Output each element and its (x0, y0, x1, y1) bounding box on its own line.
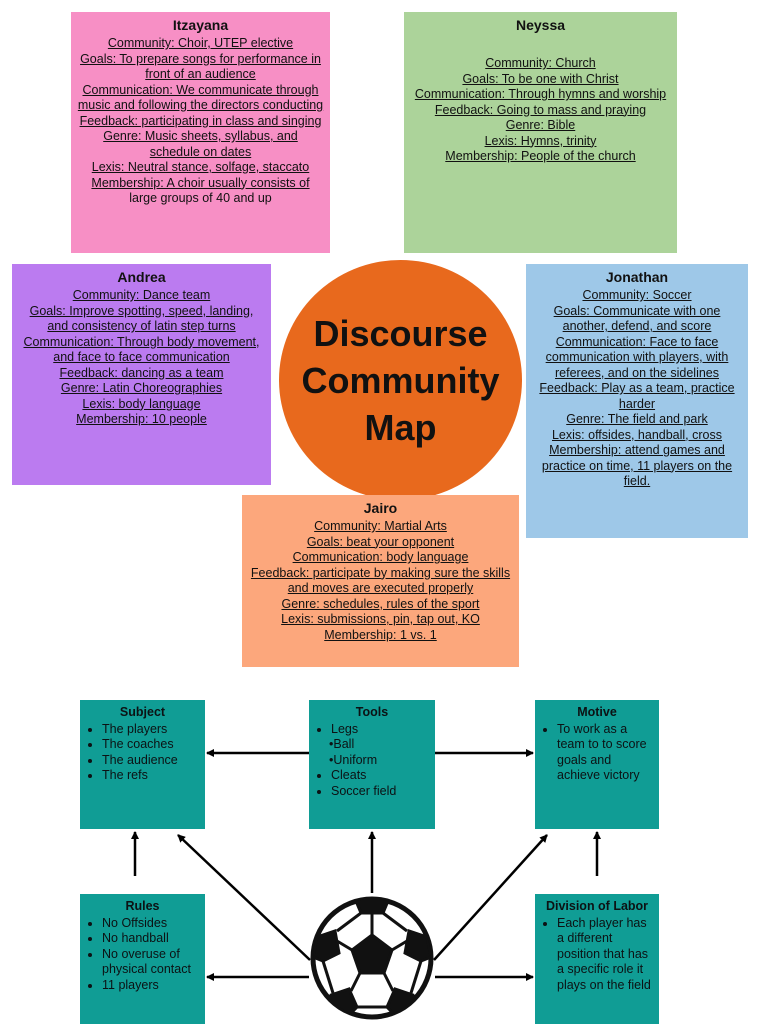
card-itzayana: Itzayana Community: Choir, UTEP elective… (71, 12, 330, 253)
arrow-ball-to-subject (177, 834, 311, 961)
card-row-feedback: Feedback: Going to mass and praying (434, 102, 647, 117)
card-row-membership: Membership: People of the church (445, 149, 636, 163)
box-title: Tools (355, 705, 389, 719)
card-name: Andrea (117, 269, 166, 285)
card-row-goals: Goals: Improve spotting, speed, landing,… (29, 303, 254, 334)
card-row-lexis: Lexis: Neutral stance, solfage, staccato (91, 160, 310, 174)
card-row-community: Community: Dance team (72, 288, 211, 302)
list-item: •Uniform (329, 752, 378, 767)
box-list: Each player has a different position tha… (541, 916, 653, 994)
card-row-membership: Membership: attend games and practice on… (541, 443, 733, 488)
list-item: •Ball (329, 737, 355, 751)
soccer-ball-icon (310, 896, 434, 1020)
list-item: The audience (102, 753, 199, 769)
card-row-genre: Genre: The field and park (566, 412, 708, 426)
box-list: Legs •Ball •Uniform Cleats Soccer field (315, 722, 429, 800)
card-jonathan: Jonathan Community: Soccer Goals: Commun… (526, 264, 748, 538)
card-row-lexis: Lexis: body language (82, 396, 201, 411)
card-name: Itzayana (172, 17, 229, 33)
list-item: No handball (102, 931, 199, 947)
card-row-communication: Communication: body language (292, 550, 469, 564)
card-jairo: Jairo Community: Martial Arts Goals: bea… (242, 495, 519, 667)
list-item: To work as a team to to score goals and … (557, 722, 653, 784)
box-title: Motive (577, 705, 617, 719)
card-row-communication: Communication: We communicate through mu… (77, 82, 324, 113)
list-item: Soccer field (331, 784, 429, 800)
list-item: 11 players (102, 978, 199, 994)
card-row-community: Community: Soccer (582, 288, 692, 302)
card-row-lexis: Lexis: offsides, handball, cross (551, 427, 722, 442)
card-row-communication: Communication: Through body movement, an… (23, 334, 260, 365)
card-row-membership-cont: large groups of 40 and up (129, 191, 272, 205)
list-item: The refs (102, 768, 199, 784)
card-row-genre: Genre: schedules, rules of the sport (281, 596, 480, 611)
box-title: Rules (125, 899, 160, 913)
list-item: Cleats (331, 768, 429, 784)
card-name: Jairo (363, 500, 398, 516)
card-row-communication: Communication: Through hymns and worship (414, 87, 667, 101)
list-item: No Offsides (102, 916, 199, 932)
card-row-membership: Membership: 1 vs. 1 (324, 627, 437, 642)
card-row-communication: Communication: Face to face communicatio… (545, 334, 729, 380)
card-row-feedback: Feedback: dancing as a team (59, 365, 224, 380)
card-row-genre: Genre: Music sheets, syllabus, and sched… (103, 129, 298, 159)
list-item: No overuse of physical contact (102, 947, 199, 978)
list-item: The coaches (102, 737, 199, 753)
card-row-feedback: Feedback: participate by making sure the… (250, 565, 511, 596)
diagram-title: Discourse Community Map (301, 312, 500, 448)
box-list: The players The coaches The audience The… (86, 722, 199, 784)
card-row-membership: Membership: 10 people (76, 412, 207, 426)
card-row-feedback: Feedback: participating in class and sin… (79, 113, 322, 128)
box-title: Division of Labor (545, 899, 649, 913)
list-item: The players (102, 722, 199, 738)
subject-box: Subject The players The coaches The audi… (80, 700, 205, 829)
card-row-community: Community: Choir, UTEP elective (107, 36, 294, 50)
card-row-membership: Membership: A choir usually consists of (91, 175, 310, 190)
motive-box: Motive To work as a team to to score goa… (535, 700, 659, 829)
card-row-goals: Goals: To be one with Christ (462, 71, 619, 86)
card-row-genre: Genre: Latin Choreographies (60, 381, 223, 395)
card-row-lexis: Lexis: Hymns, trinity (484, 133, 597, 148)
card-row-genre: Genre: Bible (505, 118, 576, 132)
box-title: Subject (119, 705, 166, 719)
card-row-lexis: Lexis: submissions, pin, tap out, KO (281, 612, 480, 626)
card-name: Neyssa (515, 17, 566, 33)
card-row-goals: Goals: beat your opponent (306, 534, 455, 549)
division-of-labor-box: Division of Labor Each player has a diff… (535, 894, 659, 1024)
card-neyssa: Neyssa Community: Church Goals: To be on… (404, 12, 677, 253)
rules-box: Rules No Offsides No handball No overuse… (80, 894, 205, 1024)
tools-box: Tools Legs •Ball •Uniform Cleats Soccer … (309, 700, 435, 829)
list-item: Legs (331, 722, 429, 738)
list-item: Each player has a different position tha… (557, 916, 653, 994)
card-row-community: Community: Martial Arts (314, 519, 447, 533)
card-row-community: Community: Church (485, 56, 596, 70)
box-list: No Offsides No handball No overuse of ph… (86, 916, 199, 994)
card-row-goals: Goals: Communicate with one another, def… (553, 303, 721, 334)
arrow-ball-to-motive (433, 834, 548, 961)
card-row-goals: Goals: To prepare songs for performance … (80, 51, 321, 82)
card-name: Jonathan (605, 269, 669, 285)
card-row-feedback: Feedback: Play as a team, practice harde… (539, 381, 735, 411)
box-list: To work as a team to to score goals and … (541, 722, 653, 784)
title-circle: Discourse Community Map (279, 260, 522, 500)
card-andrea: Andrea Community: Dance team Goals: Impr… (12, 264, 271, 485)
